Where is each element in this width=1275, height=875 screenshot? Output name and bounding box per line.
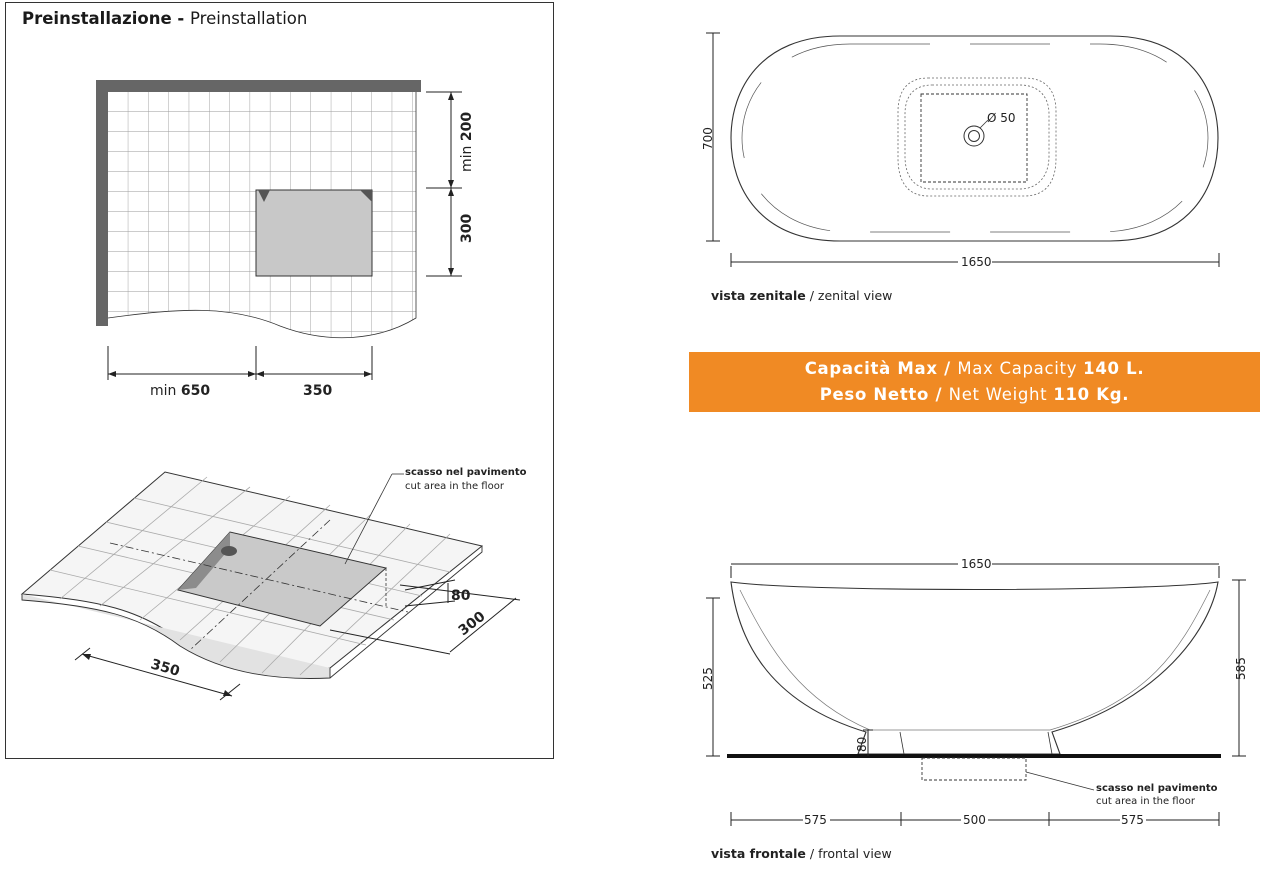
dim-min650: min 650 xyxy=(150,383,210,399)
specs-banner: Capacità Max / Max Capacity 140 L. Peso … xyxy=(689,352,1260,412)
iso-cut-label-en: cut area in the floor xyxy=(405,481,505,492)
plan-view: min 200 300 min 650 350 xyxy=(96,80,475,399)
preinstallation-panel: Preinstallazione - Preinstallation xyxy=(5,2,554,759)
isometric-view: 80 300 350 scasso nel pavimento cut area… xyxy=(20,467,527,701)
iso-dim-300: 300 xyxy=(456,608,489,639)
front-cut-area xyxy=(921,757,1027,781)
top-cut-area xyxy=(920,93,1028,183)
top-view: Ø 50 700 1650 xyxy=(701,32,1220,269)
front-view-caption: vista frontale / frontal view xyxy=(711,846,892,861)
cutout-corner-right xyxy=(360,190,372,202)
iso-dim-350: 350 xyxy=(149,656,182,680)
iso-cut-label-it: scasso nel pavimento xyxy=(405,467,527,478)
dim-300-vertical: 300 xyxy=(459,214,475,243)
wall-left xyxy=(96,80,108,326)
iso-drain xyxy=(221,546,237,556)
floor-edge xyxy=(107,92,417,339)
floor-cutout xyxy=(255,189,373,277)
dim-top-width: 1650 xyxy=(961,255,992,269)
iso-dim-80: 80 xyxy=(451,588,471,604)
drain-icon xyxy=(968,130,980,142)
tub-profile xyxy=(730,581,1219,755)
dim-total-height: 585 xyxy=(1234,657,1248,680)
cutout-corner-left xyxy=(258,190,270,202)
wall-top xyxy=(96,80,421,92)
capacity-line: Capacità Max / Max Capacity 140 L. xyxy=(804,359,1145,378)
weight-line: Peso Netto / Net Weight 110 Kg. xyxy=(819,385,1130,404)
dim-seg-right: 575 xyxy=(1121,813,1144,827)
front-cut-label-en: cut area in the floor xyxy=(1096,796,1196,807)
floor-line xyxy=(727,754,1221,758)
drain-label: Ø 50 xyxy=(987,111,1016,125)
dim-350: 350 xyxy=(303,383,332,399)
dim-recess: 80 xyxy=(855,737,869,752)
dim-seg-mid: 500 xyxy=(963,813,986,827)
dim-front-width: 1650 xyxy=(961,557,992,571)
dim-seg-left: 575 xyxy=(804,813,827,827)
dim-depth: 700 xyxy=(701,127,715,150)
dim-min200: min 200 xyxy=(459,112,475,172)
dim-inner-height: 525 xyxy=(701,667,715,690)
front-view: scasso nel pavimento cut area in the flo… xyxy=(701,557,1248,827)
preinstallation-title: Preinstallazione - Preinstallation xyxy=(22,9,308,28)
front-cut-label-it: scasso nel pavimento xyxy=(1096,783,1218,794)
top-view-caption: vista zenitale / zenital view xyxy=(711,288,893,303)
